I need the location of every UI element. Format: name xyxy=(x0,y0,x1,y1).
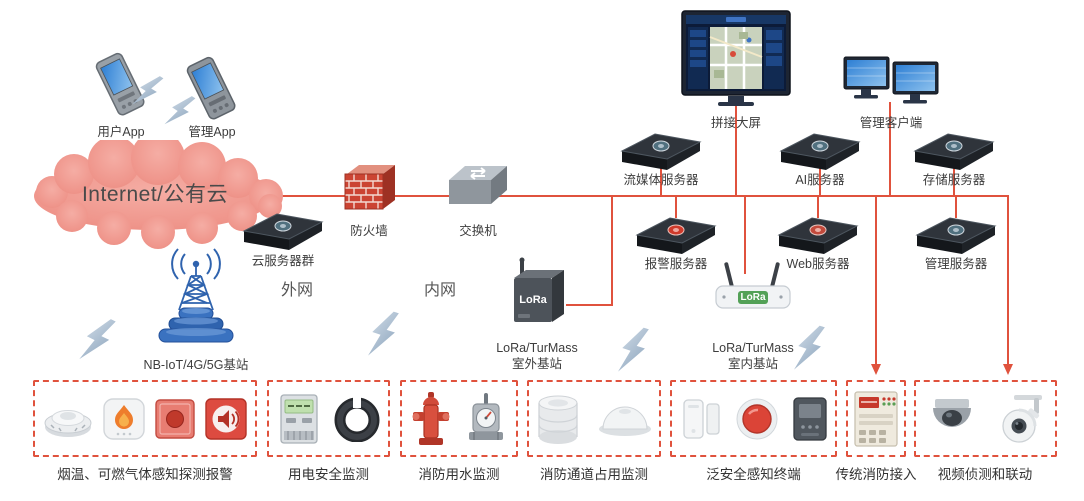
lora-outdoor-station-icon xyxy=(514,257,564,322)
media-server-label: 流媒体服务器 xyxy=(623,173,699,187)
current-clamp-icon xyxy=(334,395,379,442)
group-label-electrical-safety: 用电安全监测 xyxy=(288,467,369,482)
alarm-server-icon xyxy=(636,217,716,255)
group-label-fire-water: 消防用水监测 xyxy=(418,467,500,482)
fire-hydrant-icon xyxy=(412,391,450,445)
cloud-server-cluster-label: 云服务器群 xyxy=(251,254,315,268)
extranet-label: 外网 xyxy=(280,282,313,299)
nbiot-base-station-label: NB-IoT/4G/5G基站 xyxy=(143,358,249,372)
video-wall-icon xyxy=(681,10,791,106)
lora-indoor-label-2: 室内基站 xyxy=(727,357,778,371)
nbiot-base-station-icon xyxy=(158,248,234,343)
group-label-video-detection: 视频侦测和联动 xyxy=(937,467,1033,482)
mgmt-app-label: 管理App xyxy=(188,125,236,139)
lora-outdoor-badge: LoRa xyxy=(519,294,547,306)
group-label-security-terminals: 泛安全感知终端 xyxy=(706,467,801,482)
alarm-server-label: 报警服务器 xyxy=(644,257,708,271)
alarm-sounder-icon xyxy=(205,397,247,440)
group-box-fire-water xyxy=(400,380,518,457)
mgmt-server-icon xyxy=(916,217,996,255)
ptz-camera-icon xyxy=(1001,394,1042,443)
mgmt-client-label: 管理客户端 xyxy=(859,116,923,130)
power-meter-icon xyxy=(279,393,318,444)
firewall-icon xyxy=(344,165,395,210)
gateway-icon xyxy=(792,396,827,441)
smoke-detector-icon xyxy=(44,409,92,437)
switch-label: 交换机 xyxy=(459,224,497,238)
manual-call-point-icon xyxy=(155,398,195,439)
group-box-security-terminals xyxy=(670,380,837,457)
switch-icon xyxy=(449,166,507,204)
lora-outdoor-label-2: 室外基站 xyxy=(511,357,562,371)
sos-button-icon xyxy=(736,398,777,439)
cloud-server-cluster-icon xyxy=(243,213,323,251)
group-box-traditional-fire xyxy=(846,380,906,457)
firewall-label: 防火墙 xyxy=(350,224,388,238)
mgmt-app-phone-icon xyxy=(186,56,236,120)
ai-server-label: AI服务器 xyxy=(795,173,845,187)
storage-server-label: 存储服务器 xyxy=(922,173,986,187)
user-app-phone-icon xyxy=(95,52,145,116)
lora-outdoor-label-1: LoRa/TurMass xyxy=(496,341,578,355)
internet-cloud-label: Internet/公有云 xyxy=(81,183,229,206)
mgmt-server-label: 管理服务器 xyxy=(924,257,988,271)
door-sensor-icon xyxy=(682,398,720,439)
internet-cloud-icon xyxy=(34,140,283,249)
video-wall-label: 拼接大屏 xyxy=(710,116,761,130)
gas-detector-icon xyxy=(103,397,145,440)
group-box-smoke-gas-alarm xyxy=(33,380,257,457)
down-arrow-icon xyxy=(871,364,881,375)
mgmt-client-icon xyxy=(843,56,939,104)
water-pressure-sensor-icon xyxy=(469,392,503,440)
web-server-label: Web服务器 xyxy=(786,257,850,271)
dome-camera-icon xyxy=(932,398,971,427)
web-server-icon xyxy=(778,217,858,255)
storage-server-icon xyxy=(914,133,994,171)
intranet-label: 内网 xyxy=(423,282,456,299)
group-label-traditional-fire: 传统消防接入 xyxy=(835,467,917,482)
lora-indoor-badge: LoRa xyxy=(740,292,766,303)
group-box-video-detection xyxy=(914,380,1057,457)
ultrasonic-sensor-icon xyxy=(538,395,578,444)
lora-indoor-station-icon xyxy=(715,262,791,309)
occupancy-dome-sensor-icon xyxy=(599,406,651,436)
lora-indoor-label-1: LoRa/TurMass xyxy=(712,341,794,355)
ai-server-icon xyxy=(780,133,860,171)
group-box-electrical-safety xyxy=(267,380,390,457)
down-arrow-icon xyxy=(1003,364,1013,375)
group-label-smoke-gas-alarm: 烟温、可燃气体感知探测报警 xyxy=(57,467,233,482)
fire-alarm-panel-icon xyxy=(854,390,898,447)
group-box-passage-occupancy xyxy=(527,380,661,457)
media-server-icon xyxy=(621,133,701,171)
user-app-label: 用户App xyxy=(97,125,145,139)
group-label-passage-occupancy: 消防通道占用监测 xyxy=(540,467,648,482)
